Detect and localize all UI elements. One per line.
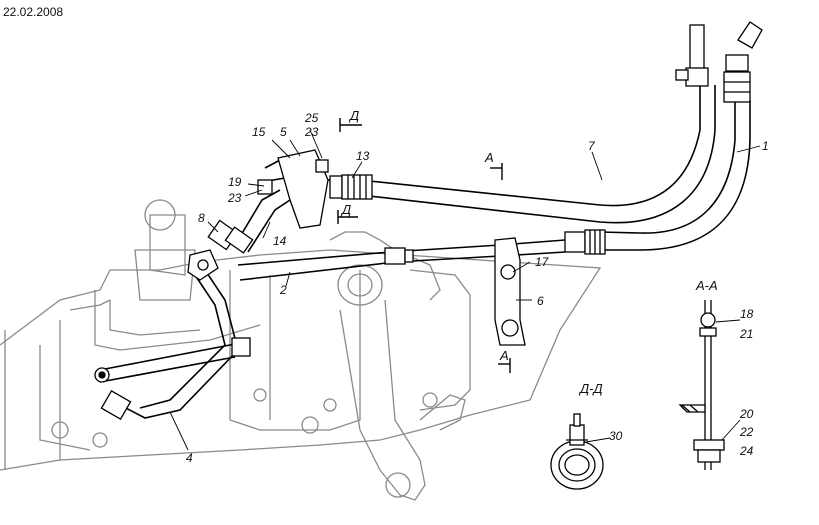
section-mark-a-top: А [484, 150, 494, 165]
section-mark-lines [337, 118, 511, 373]
label-1: 1 [762, 139, 769, 153]
label-2: 2 [279, 283, 287, 297]
label-18: 18 [740, 307, 754, 321]
label-8: 8 [198, 211, 205, 225]
section-a-a-view [678, 300, 725, 470]
label-23-top: 23 [304, 125, 319, 139]
label-15: 15 [252, 125, 266, 139]
section-mark-d-top: Д [348, 108, 359, 123]
label-6: 6 [537, 294, 544, 308]
section-mark-a-bottom: А [499, 348, 509, 363]
fittings [94, 21, 763, 421]
label-25: 25 [304, 111, 319, 125]
section-mark-d-mid: Д [340, 202, 351, 217]
frame-and-gearbox [0, 199, 602, 501]
label-5: 5 [280, 125, 287, 139]
label-13: 13 [356, 149, 370, 163]
section-title-a-a: А-А [695, 278, 718, 293]
section-d-d-view [550, 413, 604, 490]
label-7: 7 [588, 139, 596, 153]
leader-lines [169, 129, 761, 451]
label-14: 14 [273, 234, 287, 248]
date-stamp: 22.02.2008 [3, 5, 63, 19]
label-30: 30 [609, 429, 623, 443]
label-17: 17 [535, 255, 550, 269]
label-21: 21 [739, 327, 753, 341]
section-title-d-d: Д-Д [578, 381, 603, 396]
label-4: 4 [186, 451, 193, 465]
label-19: 19 [228, 175, 242, 189]
label-20: 20 [739, 407, 754, 421]
hose-lines [99, 85, 751, 419]
label-24: 24 [739, 444, 754, 458]
label-23-left: 23 [227, 191, 242, 205]
label-22: 22 [739, 425, 754, 439]
